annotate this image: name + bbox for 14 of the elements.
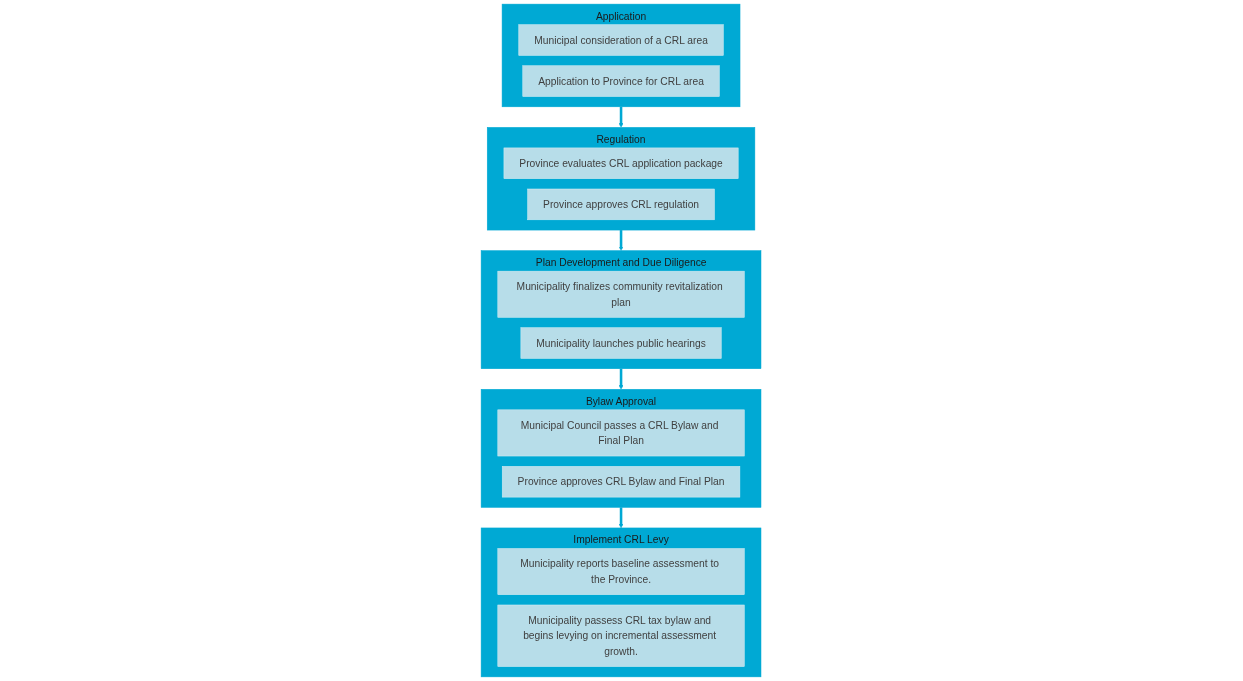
node-box: Municipality finalizes community revitalization plan (498, 270, 745, 318)
arrow (619, 106, 624, 128)
arrow (619, 368, 624, 390)
node-box: Application to Province for CRL area (522, 65, 721, 97)
node-box: Municipal consideration of a CRL area (518, 24, 725, 56)
node-box: Municipal Council passes a CRL Bylaw and Final Plan (498, 409, 745, 457)
node-box: Municipality launches public hearings (521, 327, 722, 359)
node-box: Municipality reports baseline assessment to the Province. (498, 548, 745, 595)
node-box: Province evaluates CRL application package (504, 147, 739, 179)
arrow (619, 507, 624, 529)
node-box: Province approves CRL Bylaw and Final Plan (502, 466, 741, 498)
node-box: Municipality passess CRL tax bylaw and begins levying on incremental assessment growth. (498, 604, 745, 667)
node-box: Province approves CRL regulation (527, 188, 716, 221)
arrow (619, 230, 624, 251)
